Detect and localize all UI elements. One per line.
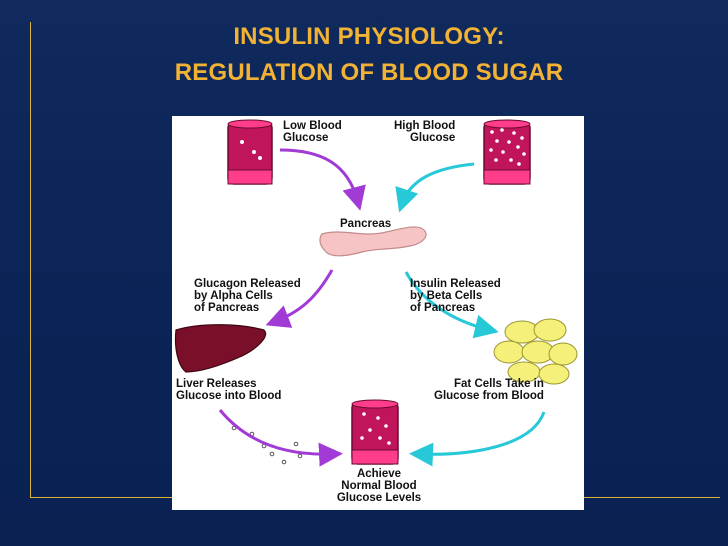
high-glucose-label: High Blood Glucose: [394, 120, 456, 144]
fat-cells-icon: [493, 318, 578, 385]
liver-to-normal-arrow: [218, 409, 343, 467]
high-glucose-tube-icon: [483, 119, 531, 185]
low-to-pancreas-arrow: [279, 148, 366, 211]
pancreas-to-fat-arrow: [404, 271, 499, 339]
low-glucose-label: Low Blood Glucose: [283, 120, 342, 144]
insulin-label: Insulin Released by Beta Cells of Pancre…: [410, 278, 501, 314]
pancreas-to-liver-arrow: [265, 269, 334, 328]
slide-title-line-1: INSULIN PHYSIOLOGY:: [233, 23, 505, 50]
normal-glucose-tube-icon: [351, 399, 399, 465]
achieve-label: Achieve Normal Blood Glucose Levels: [336, 468, 422, 504]
left-rule: [30, 22, 31, 498]
glucagon-label: Glucagon Released by Alpha Cells of Panc…: [194, 278, 301, 314]
fat-cells-label: Fat Cells Take in Glucose from Blood: [434, 378, 544, 402]
liver-icon: [174, 324, 267, 373]
diagram-panel: Low Blood Glucose High Blood Glucose Pan…: [172, 116, 584, 510]
diagram-graphics: [174, 119, 578, 467]
high-to-pancreas-arrow: [395, 162, 475, 213]
low-glucose-tube-icon: [227, 119, 273, 185]
pancreas-icon: [319, 226, 427, 257]
pancreas-label: Pancreas: [340, 218, 392, 230]
slide-title-line-2: REGULATION OF BLOOD SUGAR: [174, 59, 564, 86]
liver-label: Liver Releases Glucose into Blood: [176, 378, 282, 402]
fat-to-normal-arrow: [409, 411, 546, 467]
